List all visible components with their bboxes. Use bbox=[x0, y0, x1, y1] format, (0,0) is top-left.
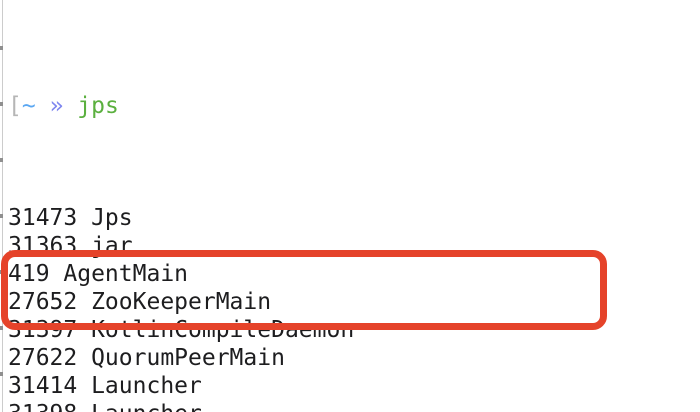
prompt-bracket: [ bbox=[8, 93, 22, 119]
process-line: 31397 KotlinCompileDaemon bbox=[8, 317, 355, 343]
process-line: 31363 jar bbox=[8, 233, 133, 259]
process-line: 31473 Jps bbox=[8, 205, 133, 231]
window-left-border bbox=[2, 0, 3, 412]
command-text: jps bbox=[77, 93, 119, 119]
edge-tick bbox=[0, 158, 3, 162]
process-line: 419 AgentMain bbox=[8, 261, 189, 287]
edge-tick bbox=[0, 214, 3, 218]
prompt-path: ~ bbox=[21, 93, 36, 119]
process-line: 31398 Launcher bbox=[8, 400, 700, 412]
edge-tick bbox=[0, 46, 3, 50]
edge-tick bbox=[0, 372, 3, 376]
prompt-chevron-icon: » bbox=[49, 93, 64, 119]
prompt-line: [~ » jps bbox=[8, 92, 700, 120]
process-line: 31414 Launcher bbox=[8, 373, 202, 399]
edge-tick bbox=[0, 102, 3, 106]
process-line: 27652 ZooKeeperMain bbox=[8, 289, 272, 315]
process-line: 27622 QuorumPeerMain bbox=[8, 345, 285, 371]
